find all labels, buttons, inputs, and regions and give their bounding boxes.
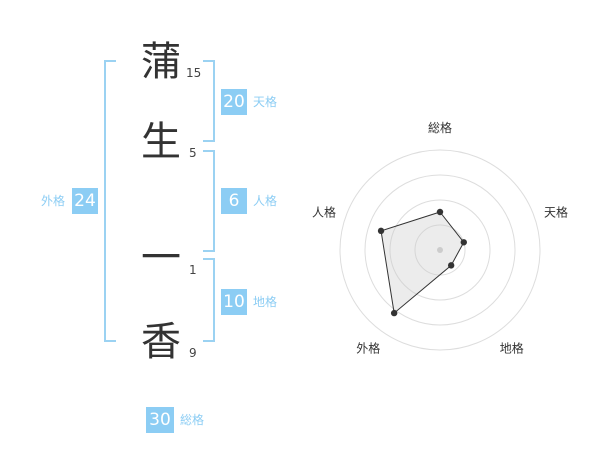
chikaku-bracket <box>203 258 215 342</box>
stroke-count-1: 15 <box>186 66 202 80</box>
jinkaku-label: 人格 <box>253 194 278 208</box>
chikaku-value: 10 <box>221 289 247 315</box>
stroke-count-2: 5 <box>189 146 197 160</box>
name-char-2: 生 <box>141 119 181 165</box>
tenkaku-label: 天格 <box>253 95 278 109</box>
radar-axis-label-5: 人格 <box>312 204 336 219</box>
radar-axis-label-4: 外格 <box>356 341 380 356</box>
radar-area <box>380 211 465 315</box>
radar-point-2 <box>460 239 467 246</box>
soukaku-value: 30 <box>146 407 174 433</box>
gaikaku-bracket <box>104 60 116 342</box>
chikaku-label: 地格 <box>253 295 278 309</box>
radar-point-1 <box>436 208 444 216</box>
radar-point-4 <box>390 309 398 317</box>
stroke-count-3: 1 <box>189 263 197 277</box>
stroke-count-4: 9 <box>189 346 197 360</box>
jinkaku-bracket <box>203 150 215 252</box>
name-char-3: 一 <box>141 235 181 281</box>
radar-center-dot <box>437 247 443 253</box>
radar-point-5 <box>377 227 385 235</box>
tenkaku-bracket <box>203 60 215 142</box>
radar-point-3 <box>447 262 455 269</box>
gaikaku-value: 24 <box>72 188 98 214</box>
radar-axis-label-3: 地格 <box>500 341 524 356</box>
radar-axis-label-1: 総格 <box>428 120 452 135</box>
jinkaku-value: 6 <box>221 188 247 214</box>
gaikaku-label: 外格 <box>41 194 66 208</box>
soukaku-label: 総格 <box>180 413 205 427</box>
tenkaku-value: 20 <box>221 89 247 115</box>
radar-axis-label-2: 天格 <box>544 204 568 219</box>
name-char-1: 蒲 <box>141 39 181 85</box>
name-char-4: 香 <box>141 319 181 365</box>
